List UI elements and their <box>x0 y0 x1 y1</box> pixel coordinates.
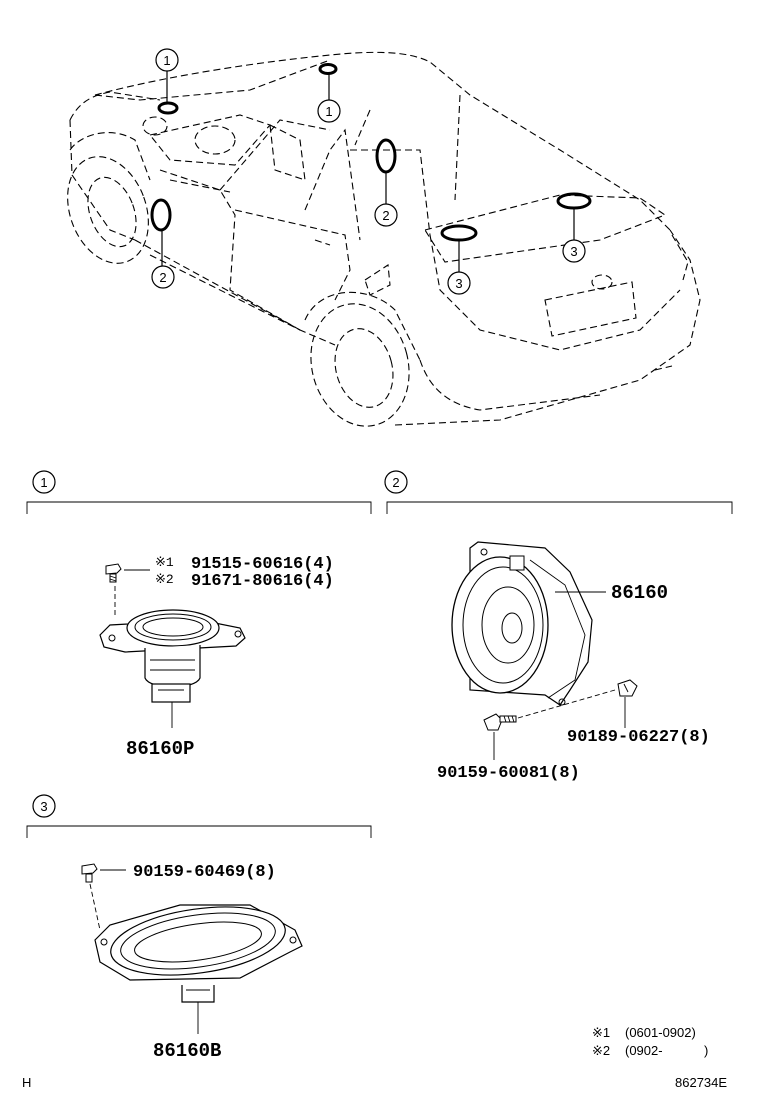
note-2-mark: ※2 <box>592 1043 610 1058</box>
car-illustration: 1 1 2 2 3 3 <box>67 48 701 427</box>
front-dash-speaker-left <box>157 101 179 115</box>
note-2-range: (0902- <box>625 1043 663 1058</box>
dash-speaker-part-number: 86160P <box>126 738 194 760</box>
door-speaker-icon <box>451 541 593 706</box>
oval-speaker-part-number: 86160B <box>153 1040 221 1062</box>
footer-code: H <box>22 1075 31 1090</box>
section-2-number: 2 <box>392 475 399 490</box>
section-1: 1 ※1 91515-60616(4) ※2 91671-80616(4) <box>26 470 372 760</box>
svg-text:3: 3 <box>455 276 462 291</box>
oval-speaker-icon <box>94 904 303 1003</box>
callout-rear-shelf-right: 3 <box>562 239 586 263</box>
clip-icon <box>617 679 638 697</box>
section-3-number: 3 <box>40 799 47 814</box>
callout-front-dash-center: 1 <box>317 99 341 123</box>
bolt-part-number-2: 91671-80616(4) <box>191 572 334 591</box>
screw-part-number: 90159-60081(8) <box>437 764 580 783</box>
section-2: 2 86160 90189-06227(8) <box>384 470 733 783</box>
note-2-close: ) <box>704 1043 708 1058</box>
rear-shelf-speaker-left <box>440 224 478 242</box>
section-1-number: 1 <box>40 475 47 490</box>
note-1-mark: ※1 <box>592 1025 610 1040</box>
front-dash-speaker-center <box>318 63 338 75</box>
section-3: 3 90159-60469(8) 86160B <box>26 794 372 1062</box>
svg-text:3: 3 <box>570 244 577 259</box>
screw-icon <box>81 863 98 883</box>
front-door-speaker <box>150 198 172 232</box>
callout-rear-shelf-left: 3 <box>447 271 471 295</box>
bolt-mark-1: ※1 <box>155 555 174 570</box>
bolt-part-number-1: 91515-60616(4) <box>191 555 334 574</box>
bolt-icon <box>105 563 122 583</box>
screw-icon <box>483 713 517 731</box>
svg-text:2: 2 <box>159 270 166 285</box>
rear-shelf-speaker-right <box>556 192 592 210</box>
callout-rear-door: 2 <box>374 203 398 227</box>
callout-front-door: 2 <box>151 265 175 289</box>
note-1-range: (0601-0902) <box>625 1025 696 1040</box>
svg-text:2: 2 <box>382 208 389 223</box>
callout-front-dash: 1 <box>155 48 179 72</box>
svg-text:1: 1 <box>325 104 332 119</box>
shelf-screw-part-number: 90159-60469(8) <box>133 863 276 882</box>
figure-id: 862734E <box>675 1075 727 1090</box>
applicability-notes: ※1 (0601-0902) ※2 (0902- ) <box>592 1025 708 1058</box>
door-speaker-part-number: 86160 <box>611 582 668 604</box>
dash-speaker-icon <box>99 609 246 703</box>
svg-text:1: 1 <box>163 53 170 68</box>
rear-door-speaker <box>375 138 397 174</box>
clip-part-number: 90189-06227(8) <box>567 728 710 747</box>
bolt-mark-2: ※2 <box>155 572 174 587</box>
